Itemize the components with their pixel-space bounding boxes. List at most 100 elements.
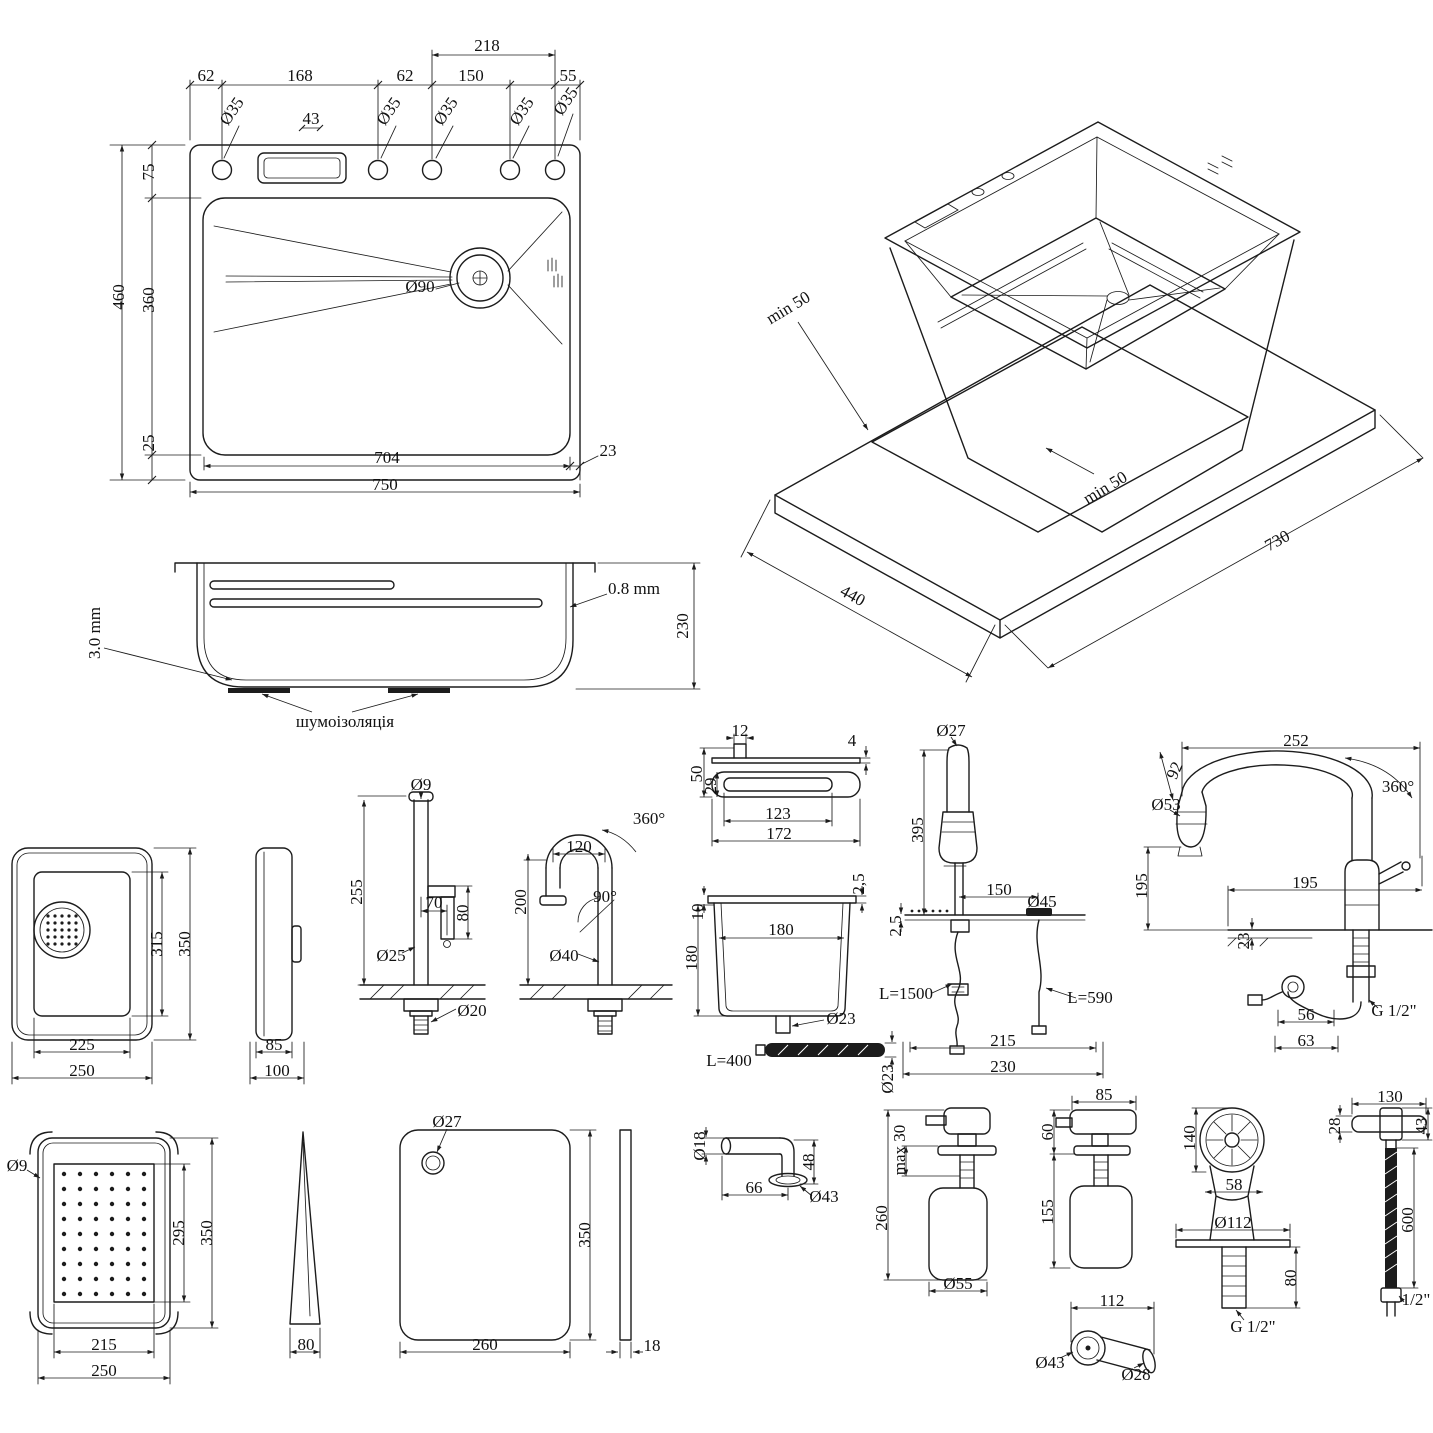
sink-top-view-dim-150: 150 bbox=[458, 66, 484, 85]
noise-pad bbox=[228, 688, 290, 693]
hose-view-dim-l400: L=400 bbox=[706, 1051, 751, 1070]
view-hose bbox=[755, 1031, 897, 1069]
pullout-faucet-view-dim-150b: 150 bbox=[986, 880, 1012, 899]
sink-top-view-dim-25: 25 bbox=[139, 435, 158, 452]
view-soap-dispenser-b bbox=[1049, 1095, 1137, 1269]
sink-top-view-dim-360: 360 bbox=[139, 287, 158, 313]
waterfall-icon bbox=[547, 257, 563, 288]
mixer-faucet-view-dim-360degb: 360° bbox=[1382, 777, 1414, 796]
deck-perforations bbox=[910, 909, 949, 913]
sink-top-view-dim-62a: 62 bbox=[198, 66, 215, 85]
drain-strainer-view-dim-g12b: G 1/2" bbox=[1230, 1317, 1275, 1336]
cutting-board-view-dim-350c: 350 bbox=[575, 1222, 594, 1248]
view-wedge bbox=[289, 1131, 321, 1359]
colander-top-view-dim-315: 315 bbox=[147, 931, 166, 957]
filter-tap-view-dim-70: 70 bbox=[426, 893, 443, 912]
countertop bbox=[774, 284, 1376, 621]
soap-dispenser-a-view-dim-max30: max 30 bbox=[890, 1125, 909, 1176]
wedge-view-dim-80b: 80 bbox=[298, 1335, 315, 1354]
sprayer-head bbox=[1176, 791, 1207, 848]
mixer-faucet-view-dim-d53: Ø53 bbox=[1151, 795, 1180, 814]
soap-dispenser-b-view-dim-60: 60 bbox=[1038, 1124, 1057, 1141]
roll-tray-view-dim-295: 295 bbox=[169, 1220, 188, 1246]
supply-hose-view-dim-28: 28 bbox=[1325, 1118, 1344, 1135]
sprayer-fitting-view-dim-48: 48 bbox=[799, 1154, 818, 1171]
view-mixer-faucet bbox=[1143, 741, 1433, 1053]
colander-top-view-dim-350: 350 bbox=[175, 931, 194, 957]
hose-view-dim-d23b: Ø23 bbox=[878, 1064, 897, 1093]
view-soap-dispenser-a bbox=[883, 1107, 997, 1297]
soap-dispenser-a-view-dim-260b: 260 bbox=[872, 1205, 891, 1231]
soap-dispenser-b-view-dim-155: 155 bbox=[1038, 1199, 1057, 1225]
sink-top-view-dim-43: 43 bbox=[303, 109, 320, 128]
sink-section-view-dim-3mm: 3.0 mm bbox=[85, 607, 104, 659]
soap-dispenser-a-view-dim-d55: Ø55 bbox=[943, 1274, 972, 1293]
sink-top-view-dim-62b: 62 bbox=[397, 66, 414, 85]
filter-cup-view-dim-2-5: 2,5 bbox=[849, 873, 868, 894]
handle-knob bbox=[1401, 861, 1411, 871]
view-sink-section bbox=[103, 562, 701, 713]
colander-holes bbox=[46, 914, 78, 946]
sprayer-fitting-view-dim-66: 66 bbox=[746, 1178, 763, 1197]
pullout-faucet-view-dim-215: 215 bbox=[990, 1031, 1016, 1050]
view-board-side bbox=[606, 1129, 643, 1359]
sink-section-view-dim-08mm: 0.8 mm bbox=[608, 579, 660, 598]
sink-top-view-dim-d35-3: Ø35 bbox=[430, 94, 462, 129]
sink-top-view-dim-750: 750 bbox=[372, 475, 398, 494]
gooseneck-tap-view-dim-90deg: 90° bbox=[593, 887, 617, 906]
supply-hose-view-dim-600: 600 bbox=[1398, 1207, 1417, 1233]
sink-top-view-dim-168: 168 bbox=[287, 66, 313, 85]
elbow-fitting-view-dim-d28: Ø28 bbox=[1121, 1365, 1150, 1384]
colander-top-view-dim-225: 225 bbox=[69, 1035, 95, 1054]
drain-strainer-view-dim-140: 140 bbox=[1180, 1125, 1199, 1151]
drain-strainer-view-dim-58: 58 bbox=[1226, 1175, 1243, 1194]
sink-top-view-dim-d35-2: Ø35 bbox=[373, 94, 405, 129]
filter-tap-view-dim-80: 80 bbox=[453, 905, 472, 922]
view-sprayer-fitting bbox=[701, 1127, 819, 1201]
sink-top-view-dim-d35-5: Ø35 bbox=[550, 84, 582, 119]
supply-hose-view-dim-130: 130 bbox=[1377, 1087, 1403, 1106]
roll-tray-view-dim-215b: 215 bbox=[91, 1335, 117, 1354]
overflow-cover-view-dim-12: 12 bbox=[732, 721, 749, 740]
mixer-faucet-view-dim-195v: 195 bbox=[1132, 873, 1151, 899]
view-sink-isometric bbox=[740, 121, 1424, 683]
sink-top-view-dim-55: 55 bbox=[560, 66, 577, 85]
gooseneck-tap-view-dim-120: 120 bbox=[566, 837, 592, 856]
mixer-faucet-view-dim-23b: 23 bbox=[1234, 933, 1253, 950]
sink-top-view-dim-d90: Ø90 bbox=[405, 277, 434, 296]
gooseneck-tap-view-dim-360deg: 360° bbox=[633, 809, 665, 828]
filter-tap-view-dim-d25: Ø25 bbox=[376, 946, 405, 965]
filter-tap-view-dim-d20: Ø20 bbox=[457, 1001, 486, 1020]
pullout-faucet-view-dim-395: 395 bbox=[908, 817, 927, 843]
mixer-faucet-view-dim-g12: G 1/2" bbox=[1371, 1001, 1416, 1020]
mixer-faucet-view-dim-56: 56 bbox=[1298, 1005, 1315, 1024]
view-pullout-faucet bbox=[898, 736, 1104, 1079]
filter-cup-view-dim-180h: 180 bbox=[682, 945, 701, 971]
pullout-faucet-view-dim-230b: 230 bbox=[990, 1057, 1016, 1076]
sprayer-fitting-view-dim-d43: Ø43 bbox=[809, 1187, 838, 1206]
view-elbow-fitting bbox=[1059, 1301, 1156, 1374]
colander-side-view-dim-85: 85 bbox=[266, 1035, 283, 1054]
overflow-cover-view-dim-172: 172 bbox=[766, 824, 792, 843]
gooseneck-tap-view-dim-200: 200 bbox=[511, 889, 530, 915]
supply-hose-view-dim-half: 1/2" bbox=[1402, 1290, 1431, 1309]
cutout bbox=[871, 326, 1249, 533]
sink-top-view-dim-d35-1: Ø35 bbox=[216, 94, 248, 129]
overflow-cover-view-dim-123: 123 bbox=[765, 804, 791, 823]
sprayer-fitting-view-dim-d18: Ø18 bbox=[690, 1131, 709, 1160]
sink-top-view-dim-218: 218 bbox=[474, 36, 500, 55]
pullout-faucet-view-dim-2-5b: 2,5 bbox=[886, 915, 905, 936]
filter-tap-view-dim-255: 255 bbox=[347, 879, 366, 905]
sink-top-view-dim-75: 75 bbox=[139, 164, 158, 181]
sink-section-view-dim-230: 230 bbox=[673, 613, 692, 639]
roll-tray-view-dim-250b: 250 bbox=[91, 1361, 117, 1380]
drain-hole bbox=[449, 247, 511, 309]
view-colander-top bbox=[11, 847, 197, 1085]
board-side-view-dim-18: 18 bbox=[644, 1336, 661, 1355]
view-supply-hose bbox=[1335, 1097, 1433, 1317]
view-cutting-board bbox=[399, 1128, 597, 1359]
pullout-faucet-view-dim-d45: Ø45 bbox=[1027, 892, 1056, 911]
sink-top-view-dim-460: 460 bbox=[109, 284, 128, 310]
